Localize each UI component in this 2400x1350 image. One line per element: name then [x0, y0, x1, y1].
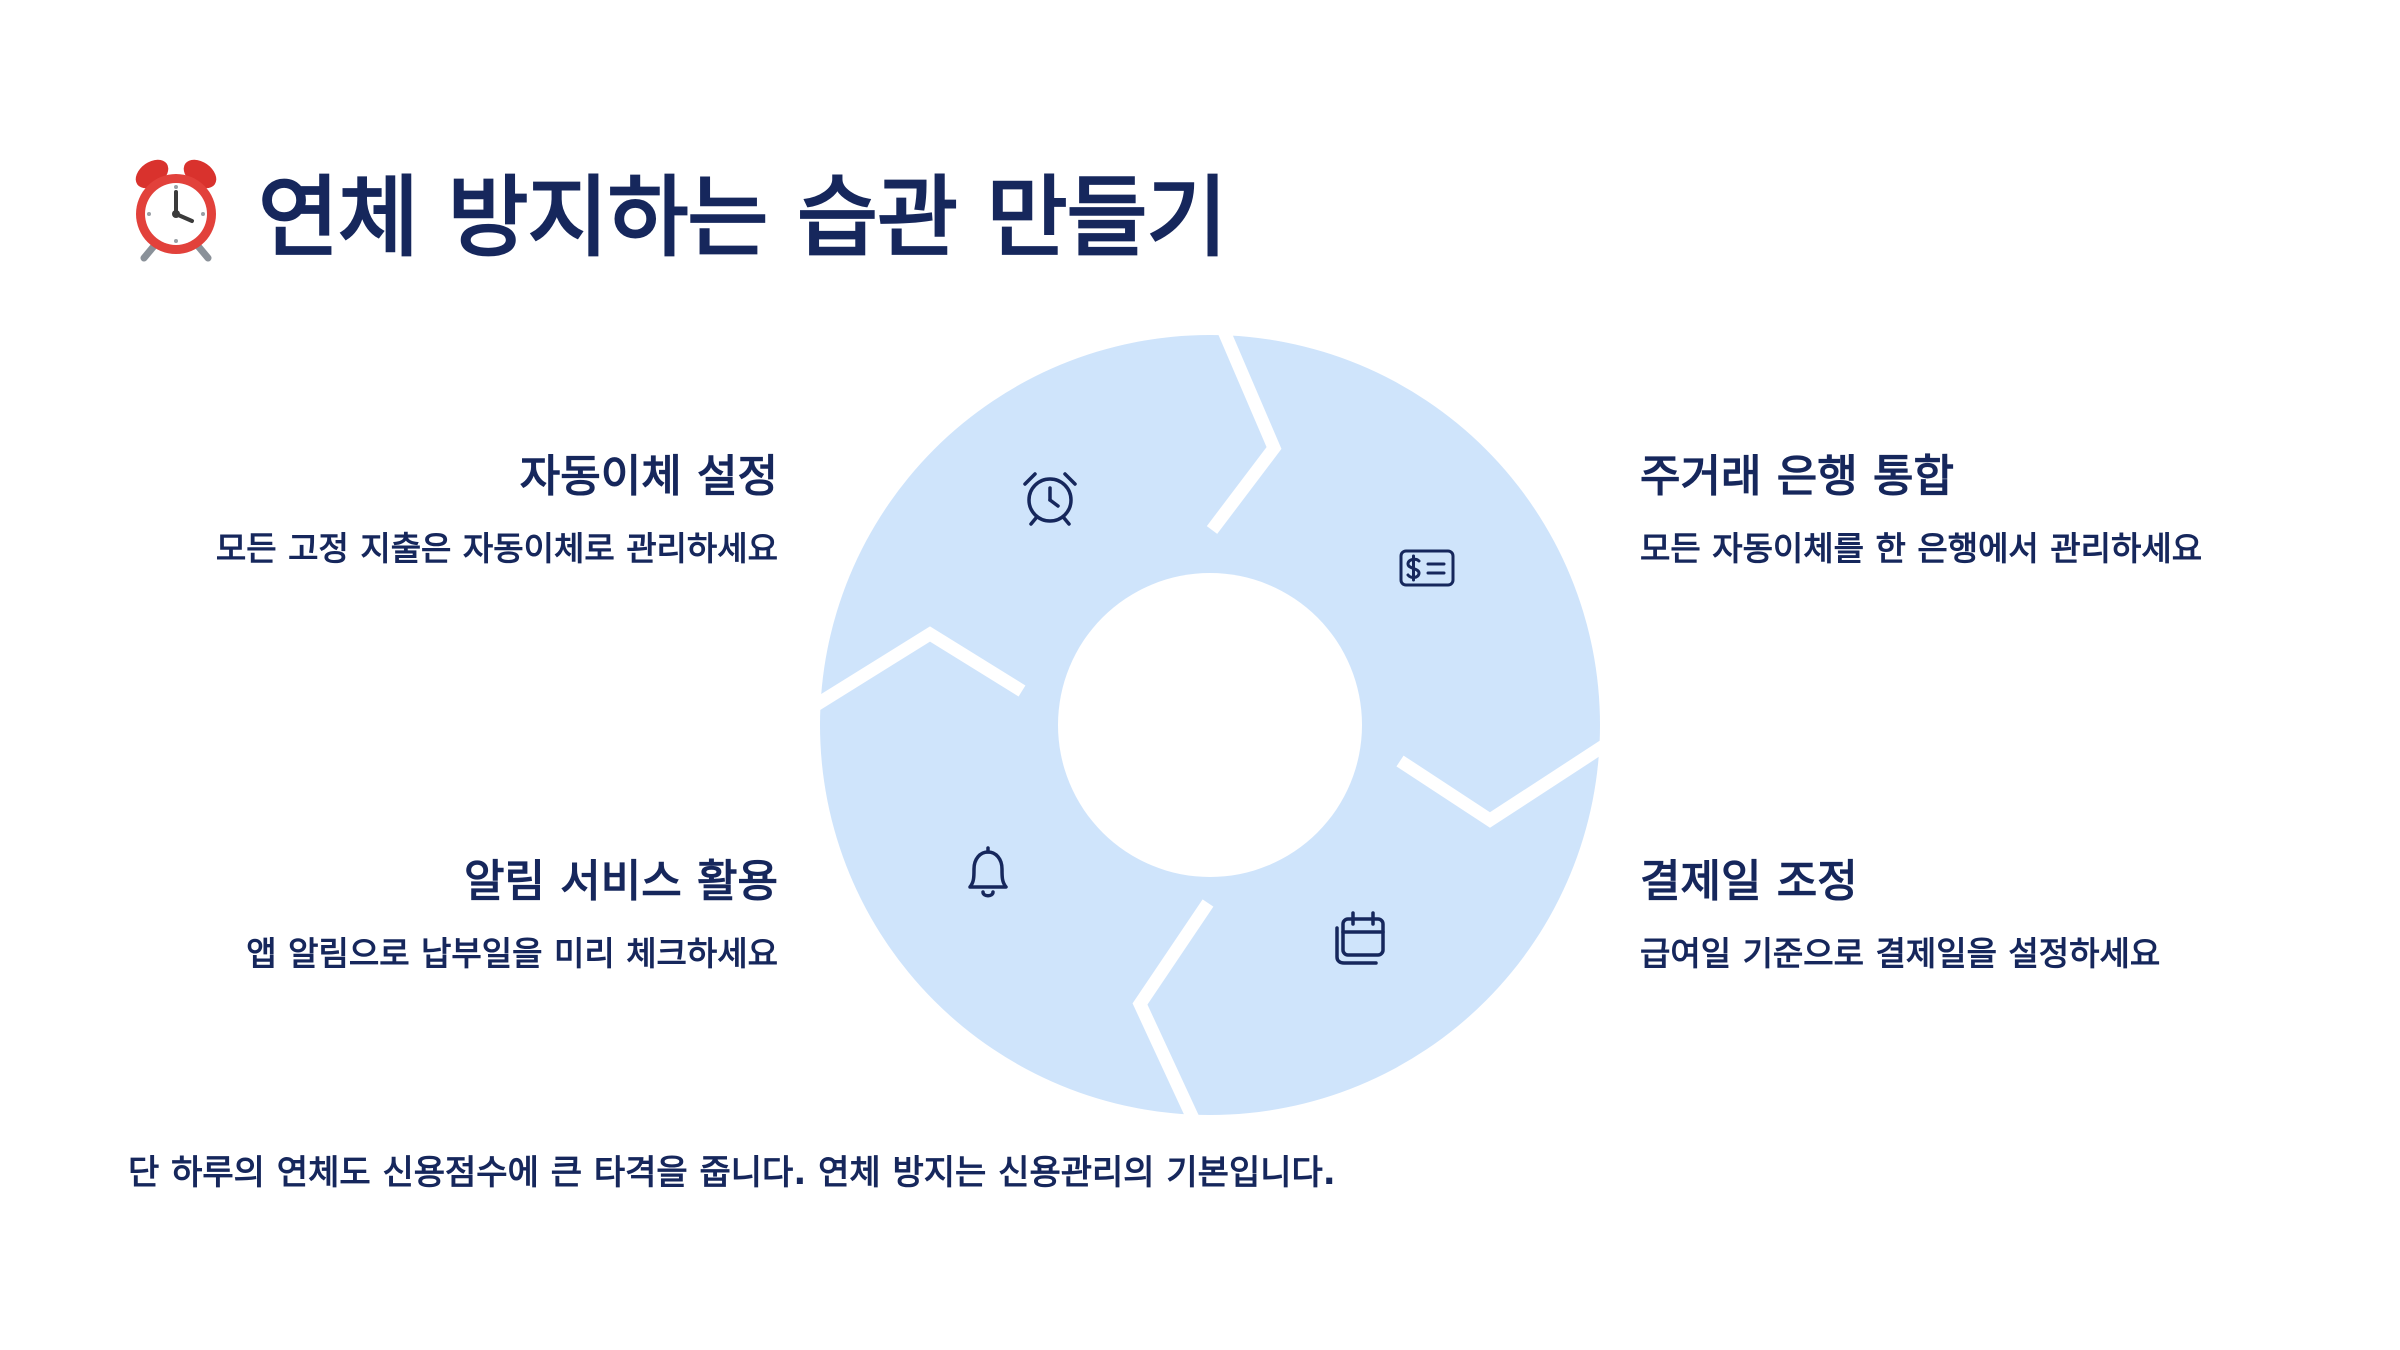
alarm-clock-icon [135, 159, 217, 262]
page-title: 연체 방지하는 습관 만들기 [128, 150, 1227, 270]
bank-card-icon [1399, 549, 1455, 587]
alarm-clock-icon [1023, 472, 1077, 526]
calendar-icon [1335, 911, 1385, 965]
step-payment-date: 결제일 조정 급여일 기준으로 결제일을 설정하세요 [1640, 852, 2340, 976]
step-description: 급여일 기준으로 결제일을 설정하세요 [1640, 934, 2161, 973]
step-description: 모든 고정 지출은 자동이체로 관리하세요 [215, 529, 778, 568]
cycle-ring [820, 335, 1600, 1115]
step-notification: 알림 서비스 활용 앱 알림으로 납부일을 미리 체크하세요 [78, 852, 778, 976]
step-description: 모든 자동이체를 한 은행에서 관리하세요 [1640, 529, 2203, 568]
step-title: 주거래 은행 통합 [1640, 451, 1954, 502]
step-title: 알림 서비스 활용 [464, 856, 778, 907]
step-title: 자동이체 설정 [519, 451, 778, 502]
cycle-diagram [820, 335, 1600, 1115]
title-text: 연체 방지하는 습관 만들기 [258, 165, 1227, 269]
step-main-bank: 주거래 은행 통합 모든 자동이체를 한 은행에서 관리하세요 [1640, 447, 2340, 571]
bell-icon [968, 846, 1008, 898]
footer-note: 단 하루의 연체도 신용점수에 큰 타격을 줍니다. 연체 방지는 신용관리의 … [128, 1153, 1336, 1193]
step-description: 앱 알림으로 납부일을 미리 체크하세요 [246, 934, 778, 973]
step-title: 결제일 조정 [1640, 856, 1858, 907]
step-auto-transfer: 자동이체 설정 모든 고정 지출은 자동이체로 관리하세요 [78, 447, 778, 571]
